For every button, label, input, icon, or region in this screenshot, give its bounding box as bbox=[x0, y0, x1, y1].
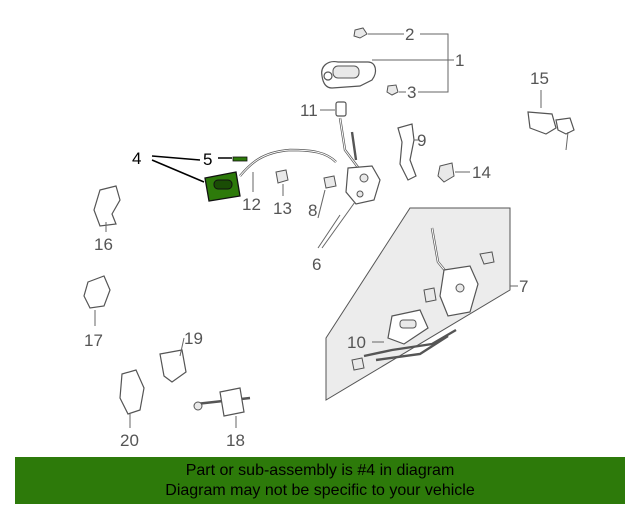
outside-handle-assembly bbox=[321, 27, 399, 96]
door-lock-assembly bbox=[338, 117, 381, 205]
callout-20: 20 bbox=[120, 431, 139, 450]
info-banner: Part or sub-assembly is #4 in diagram Di… bbox=[15, 457, 625, 504]
inset-lock-assembly bbox=[423, 227, 495, 317]
parts-diagram: 2 1 3 11 4 5 12 13 8 6 9 14 bbox=[83, 25, 575, 450]
callout-13: 13 bbox=[273, 199, 292, 218]
callout-16: 16 bbox=[94, 235, 113, 254]
callout-4: 4 bbox=[132, 149, 141, 168]
banner-line-1: Part or sub-assembly is #4 in diagram bbox=[185, 462, 455, 479]
callout-7: 7 bbox=[519, 277, 528, 296]
door-check bbox=[193, 387, 251, 417]
callout-14: 14 bbox=[472, 163, 491, 182]
callout-17: 17 bbox=[84, 331, 103, 350]
callout-10: 10 bbox=[347, 333, 366, 352]
callout-12: 12 bbox=[242, 195, 261, 214]
callout-15: 15 bbox=[530, 69, 549, 88]
callout-19: 19 bbox=[184, 329, 203, 348]
callout-5: 5 bbox=[203, 150, 212, 169]
callout-8: 8 bbox=[308, 201, 317, 220]
callout-11: 11 bbox=[300, 101, 318, 120]
callout-3: 3 bbox=[407, 83, 416, 102]
banner-line-2: Diagram may not be specific to your vehi… bbox=[165, 482, 475, 499]
callout-6: 6 bbox=[312, 255, 321, 274]
inside-handle-highlighted bbox=[204, 156, 248, 202]
callout-2: 2 bbox=[405, 25, 414, 44]
lock-cylinder bbox=[527, 111, 575, 151]
callout-9: 9 bbox=[417, 131, 426, 150]
callout-18: 18 bbox=[226, 431, 245, 450]
callout-1: 1 bbox=[455, 51, 464, 70]
inset-panel bbox=[325, 207, 511, 401]
inset-inside-handle bbox=[387, 309, 429, 345]
